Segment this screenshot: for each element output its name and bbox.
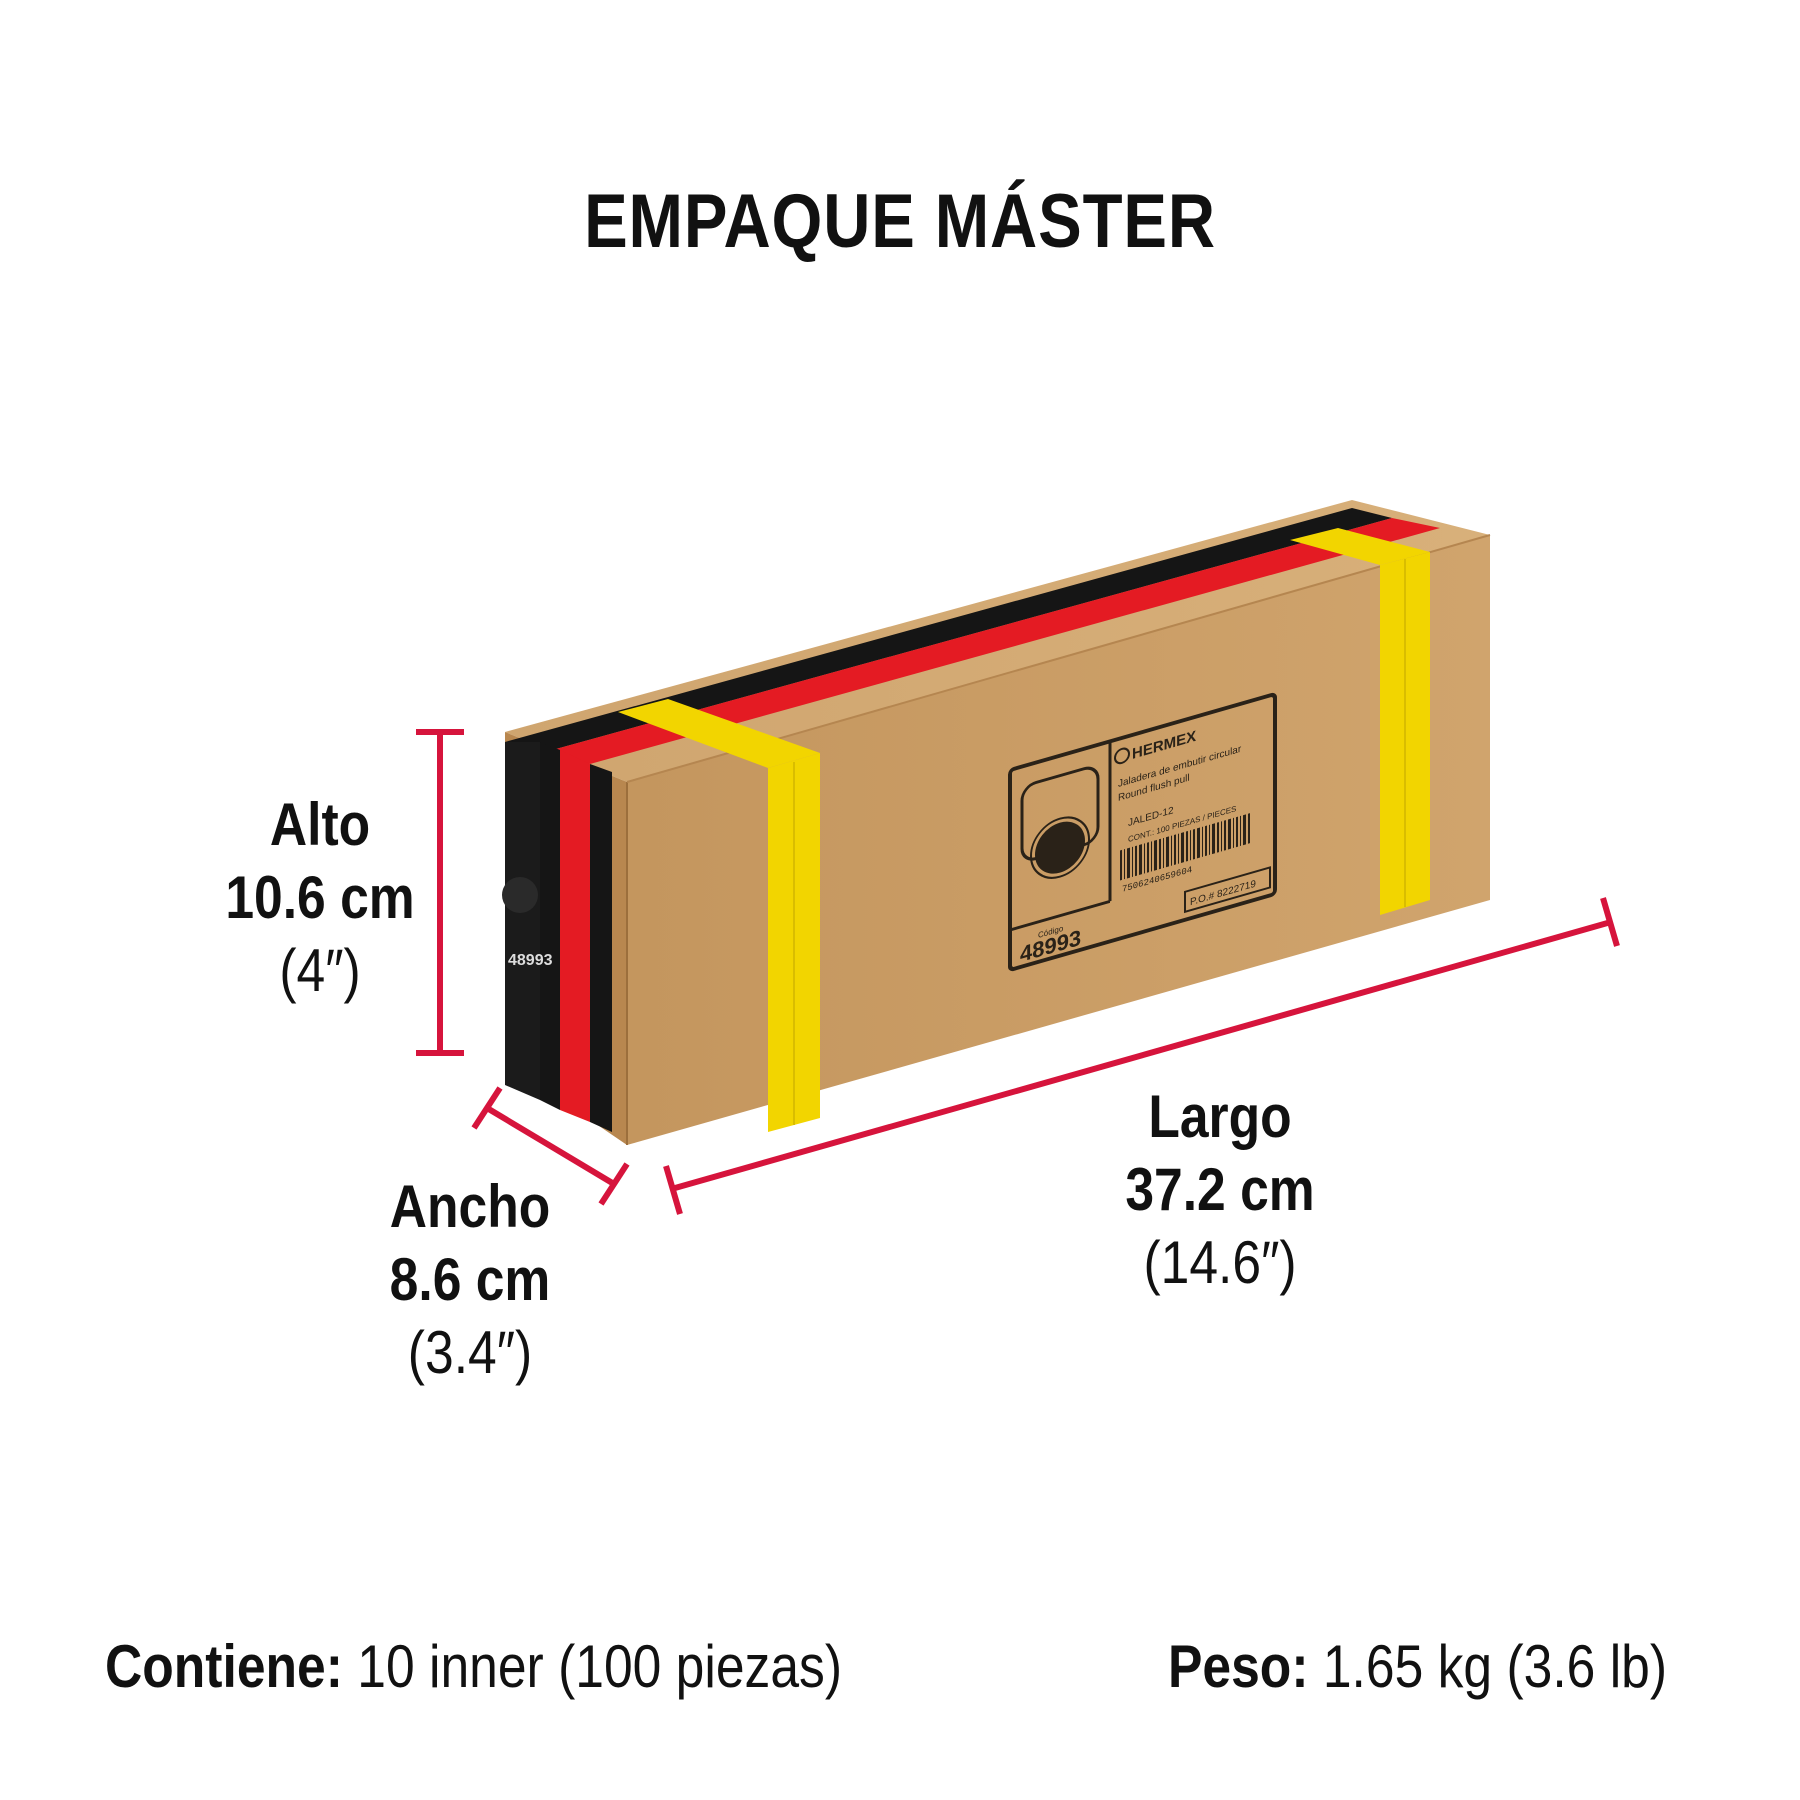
- width-label: Ancho 8.6 cm (3.4″): [358, 1170, 582, 1390]
- master-carton: [505, 500, 1491, 1145]
- width-imperial: (3.4″): [407, 1319, 533, 1387]
- length-metric: 37.2 cm: [1125, 1156, 1315, 1224]
- height-name: Alto: [269, 791, 371, 858]
- length-dimension-line: [663, 897, 1620, 1215]
- height-metric: 10.6 cm: [225, 864, 415, 932]
- length-imperial: (14.6″): [1143, 1229, 1297, 1297]
- weight-value: 1.65 kg (3.6 lb): [1322, 1633, 1668, 1700]
- end-code-text: 48993: [508, 952, 553, 969]
- end-pull-circle-icon: [502, 877, 538, 913]
- weight-label: Peso:: [1168, 1633, 1309, 1700]
- contents-value: 10 inner (100 piezas): [357, 1633, 843, 1700]
- width-metric: 8.6 cm: [389, 1246, 551, 1314]
- contents-label: Contiene:: [105, 1633, 343, 1700]
- weight-info: Peso: 1.65 kg (3.6 lb): [1168, 1632, 1667, 1701]
- round-pull-icon: [1035, 821, 1085, 874]
- yellow-strap: [618, 528, 1430, 1132]
- length-label: Largo 37.2 cm (14.6″): [1091, 1080, 1349, 1300]
- height-dimension-line: [416, 729, 464, 1056]
- height-label: Alto 10.6 cm (4″): [217, 788, 423, 1008]
- height-imperial: (4″): [279, 937, 361, 1005]
- contents-info: Contiene: 10 inner (100 piezas): [105, 1632, 842, 1701]
- end-face-print: 48993: [502, 877, 553, 969]
- page-title: EMPAQUE MÁSTER: [584, 179, 1216, 264]
- barcode: [1120, 813, 1250, 881]
- packing-tape: [505, 508, 1440, 1132]
- hermex-logo-icon: [1114, 747, 1130, 765]
- width-dimension-line: [471, 1086, 630, 1206]
- width-name: Ancho: [389, 1173, 551, 1240]
- length-name: Largo: [1148, 1083, 1292, 1150]
